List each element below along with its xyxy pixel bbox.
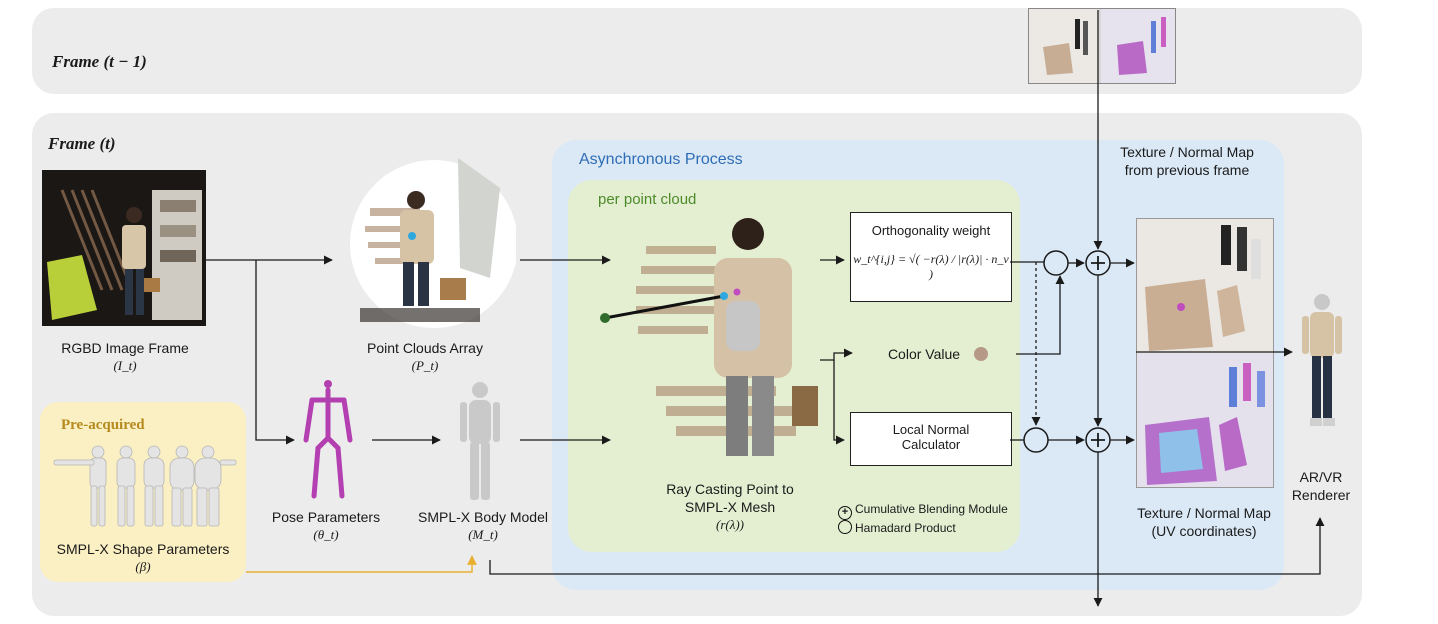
ray-casting-label: Ray Casting Point to SMPL-X Mesh (r(λ)) (666, 481, 794, 532)
legend-hadamard: Hamadard Product (838, 520, 1008, 536)
local-normal-box: Local Normal Calculator (850, 412, 1012, 466)
blending-legend-icon: + (838, 506, 852, 520)
texture-prev-image (1028, 8, 1176, 84)
smplx-shapes-art (53, 445, 237, 527)
ray-casting-image (626, 206, 822, 466)
rgbd-image (42, 170, 206, 326)
renderer-person-image (1296, 290, 1348, 440)
texture-uv-label: Texture / Normal Map (UV coordinates) (1137, 505, 1271, 539)
point-clouds-label: Point Clouds Array (P_t) (367, 340, 483, 373)
async-title: Asynchronous Process (579, 151, 743, 168)
smplx-body-label: SMPL-X Body Model (M_t) (418, 509, 548, 542)
ray-hit-dot (720, 292, 728, 300)
point-clouds-art (350, 158, 516, 328)
orthogonality-title: Orthogonality weight (871, 223, 991, 238)
raycast-to-color (820, 348, 853, 361)
renderer-person-art (1302, 294, 1342, 426)
smplx-to-renderer (489, 517, 1325, 575)
preacquired-title: Pre-acquired (61, 417, 145, 433)
texture-uv-image (1136, 218, 1274, 488)
pose-label: Pose Parameters (θ_t) (271, 509, 381, 542)
color-value-label: Color Value (887, 346, 961, 362)
ray-casting-art (636, 218, 818, 456)
hadamard-legend-icon (838, 520, 852, 534)
pose-skeleton-image (298, 378, 358, 502)
orthogonality-box: Orthogonality weight w_t^{i,j} = √( −r(λ… (850, 212, 1012, 302)
hadamard-circle-bottom (1023, 427, 1049, 453)
blend-plus-top (1091, 256, 1105, 270)
point-clouds-image (330, 158, 516, 330)
hadamard-circle-top (1043, 250, 1069, 276)
rgbd-label: RGBD Image Frame (I_t) (61, 340, 189, 373)
ray-line (604, 294, 725, 320)
renderer-label: AR/VR Renderer (1291, 469, 1351, 503)
rgbd-image-art (42, 170, 206, 326)
smplx-body-image (452, 380, 508, 506)
legend: +Cumulative Blending Module Hamadard Pro… (838, 501, 1008, 536)
split-to-pose (255, 260, 295, 445)
frame-prev-title: Frame (t − 1) (52, 52, 147, 71)
smplx-shapes-image (50, 440, 238, 532)
ray-vertex-dot (733, 288, 741, 296)
ray-origin-dot (600, 313, 610, 323)
preacquired-label: SMPL-X Shape Parameters (β) (56, 541, 230, 574)
blend-plus-bottom (1091, 433, 1105, 447)
texture-prev-label: Texture / Normal Map from previous frame (1120, 144, 1254, 178)
per-point-cloud-title: per point cloud (598, 191, 697, 208)
frame-curr-title: Frame (t) (48, 134, 116, 153)
color-to-h1 (1016, 275, 1065, 355)
legend-blending: +Cumulative Blending Module (838, 501, 1008, 520)
orthogonality-formula: w_t^{i,j} = √( −r(λ) / |r(λ)| · n_v ) (853, 252, 1009, 281)
texture-prev-art (1029, 9, 1175, 83)
raycast-to-normal (833, 360, 845, 445)
smplx-body-art (460, 382, 500, 500)
color-value-dot (974, 347, 988, 361)
pose-skeleton-art (303, 380, 353, 499)
texture-uv-art (1137, 219, 1273, 487)
preacquired-to-smplx (246, 555, 477, 573)
